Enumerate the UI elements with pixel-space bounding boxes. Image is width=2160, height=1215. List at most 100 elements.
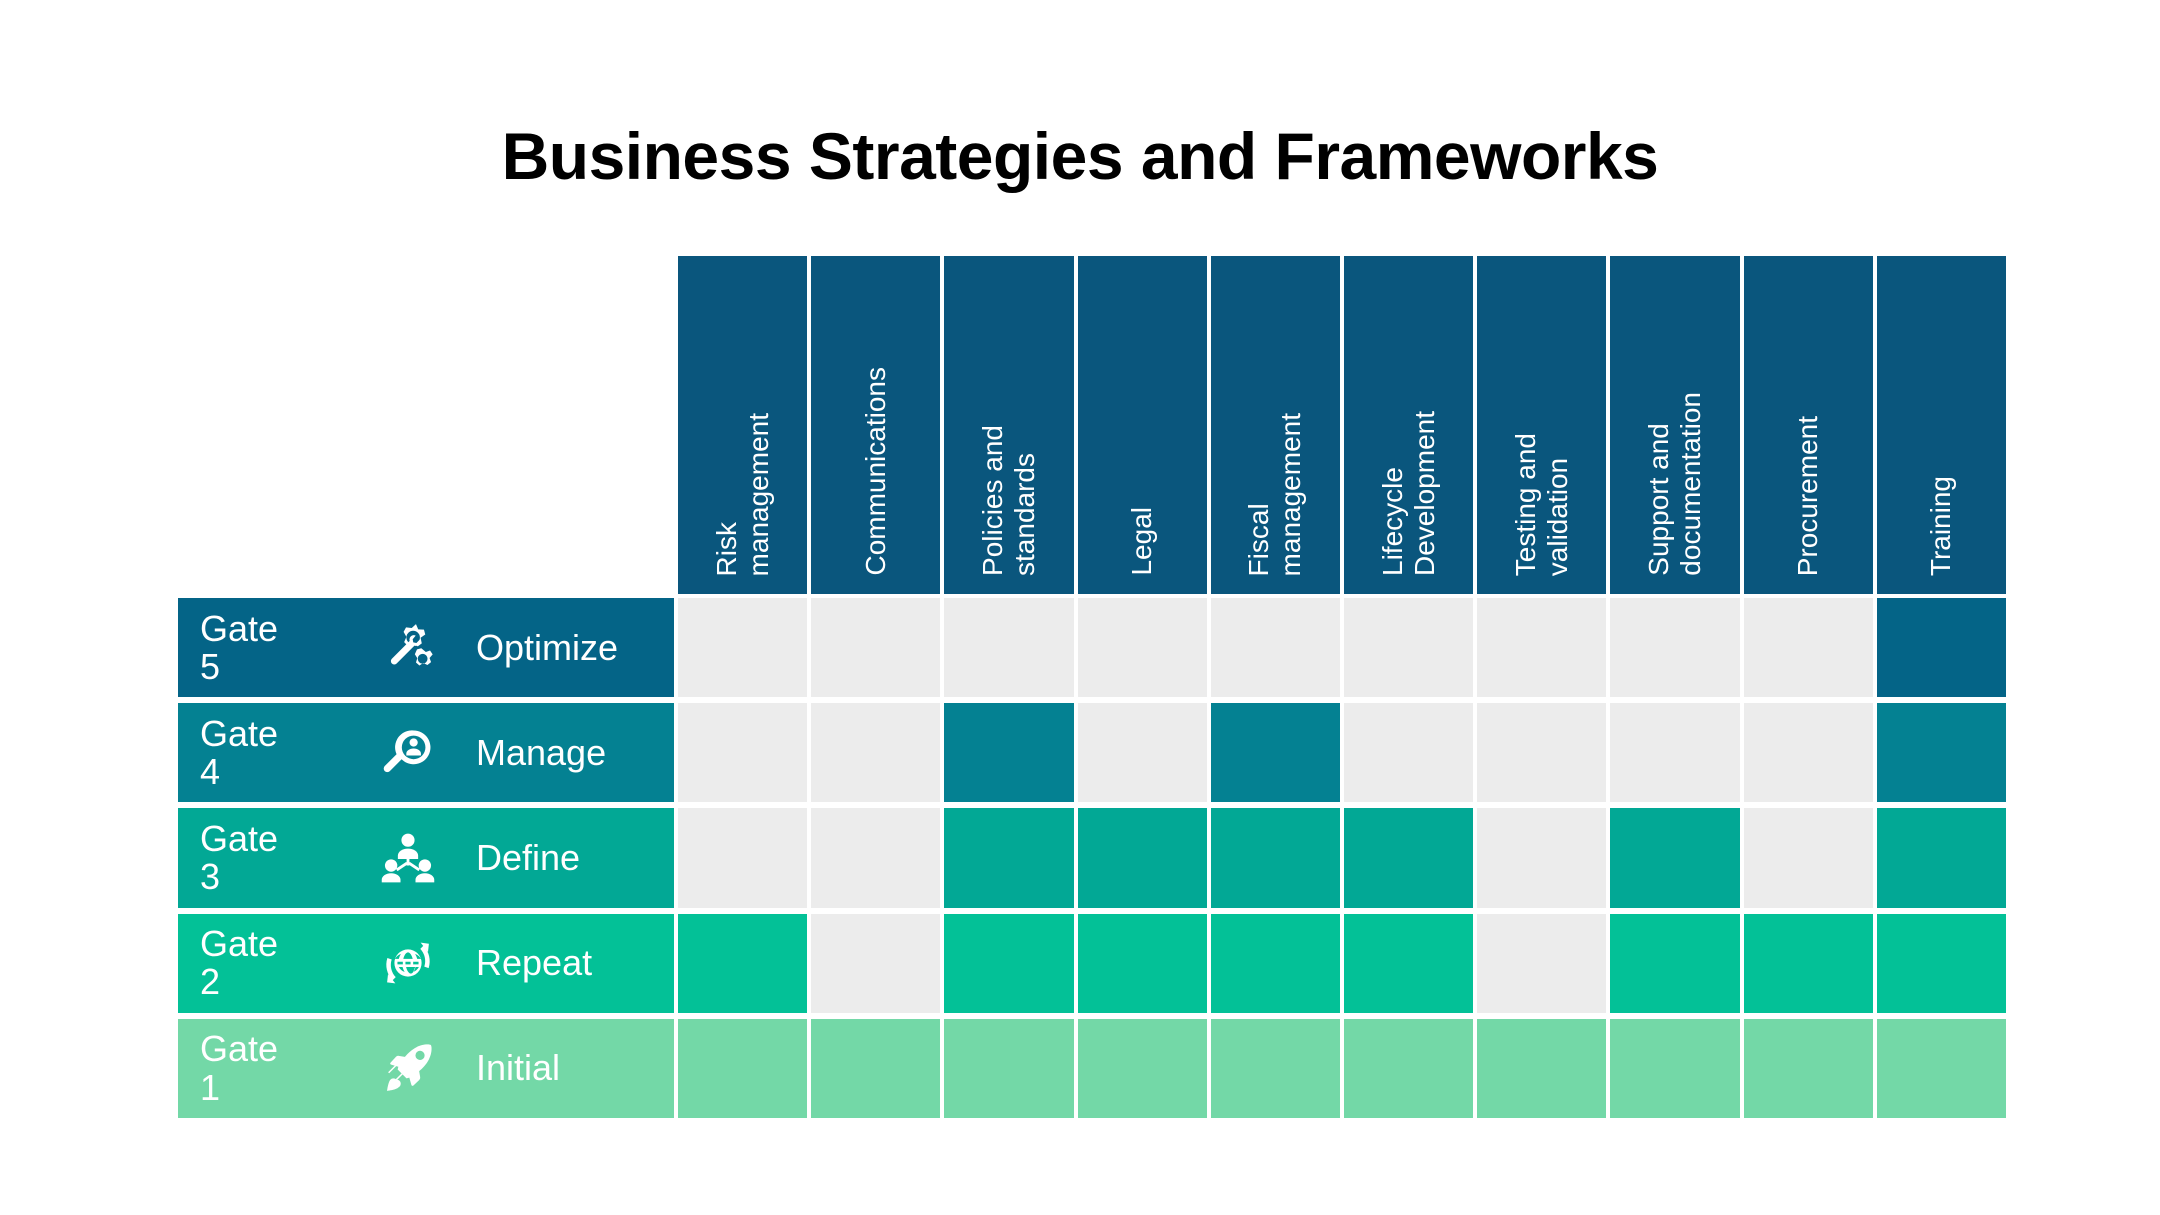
cell-g5-communications[interactable]	[811, 598, 941, 698]
magnifier-person-icon	[376, 721, 440, 785]
row-label-gate-3[interactable]: Gate 3 Define	[178, 808, 674, 908]
row-label-gate-4[interactable]: Gate 4 Manage	[178, 703, 674, 803]
column-header-label: Training	[1925, 475, 1957, 576]
gate-2-cells	[678, 913, 2007, 1013]
cell-g1-risk-management[interactable]	[678, 1018, 808, 1119]
gate-number-label: Gate 3	[200, 817, 279, 897]
column-header-label: Risk management	[710, 412, 774, 576]
column-header-legal[interactable]: Legal	[1077, 256, 1207, 594]
cell-g2-policies-and-standards[interactable]	[944, 913, 1074, 1013]
stage-name-label: Manage	[476, 731, 607, 773]
cell-g1-support-and-documentation[interactable]	[1610, 1018, 1740, 1119]
stage-name-label: Optimize	[476, 626, 619, 668]
cell-g2-support-and-documentation[interactable]	[1610, 913, 1740, 1013]
column-header-label: Legal	[1126, 507, 1158, 576]
cell-g5-support-and-documentation[interactable]	[1610, 598, 1740, 698]
cell-g4-fiscal-management[interactable]	[1210, 703, 1341, 803]
column-header-testing-and-validation[interactable]: Testing and validation	[1477, 256, 1607, 594]
gate-1-cells	[678, 1018, 2007, 1119]
cell-g2-procurement[interactable]	[1743, 913, 1873, 1013]
cell-g4-communications[interactable]	[811, 703, 941, 803]
cell-g3-communications[interactable]	[811, 808, 941, 908]
cell-g4-legal[interactable]	[1077, 703, 1207, 803]
stage-name-label: Initial	[476, 1047, 561, 1089]
column-header-training[interactable]: Training	[1876, 256, 2007, 594]
rocket-icon	[376, 1036, 440, 1100]
column-header-lifecycle-development[interactable]: Lifecycle Development	[1344, 256, 1474, 594]
cell-g2-legal[interactable]	[1077, 913, 1207, 1013]
gate-number-label: Gate 1	[200, 1028, 279, 1108]
cell-g1-communications[interactable]	[811, 1018, 941, 1119]
stage-name-label: Define	[476, 837, 581, 878]
column-header-fiscal-management[interactable]: Fiscal management	[1210, 256, 1341, 594]
cell-g3-procurement[interactable]	[1743, 808, 1873, 908]
cell-g2-communications[interactable]	[811, 913, 941, 1013]
people-group-icon	[376, 826, 440, 890]
cell-g4-lifecycle-development[interactable]	[1344, 703, 1474, 803]
cell-g1-training[interactable]	[1876, 1018, 2007, 1119]
cell-g2-risk-management[interactable]	[678, 913, 808, 1013]
cell-g5-procurement[interactable]	[1743, 598, 1873, 698]
cell-g5-policies-and-standards[interactable]	[944, 598, 1074, 698]
page-title: Business Strategies and Frameworks	[501, 119, 1659, 193]
cell-g1-testing-and-validation[interactable]	[1477, 1018, 1607, 1119]
cell-g3-risk-management[interactable]	[678, 808, 808, 908]
column-header-policies-and-standards[interactable]: Policies and standards	[944, 256, 1074, 594]
maturity-matrix: Risk management Communications Policies …	[178, 256, 2007, 1119]
column-header-risk-management[interactable]: Risk management	[678, 256, 808, 594]
column-header-row: Risk management Communications Policies …	[678, 256, 2007, 594]
cell-g3-policies-and-standards[interactable]	[944, 808, 1074, 908]
cell-g5-testing-and-validation[interactable]	[1477, 598, 1607, 698]
gate-row-4: Gate 4 Manage	[178, 703, 2007, 803]
cell-g1-fiscal-management[interactable]	[1210, 1018, 1341, 1119]
gate-number-label: Gate 2	[200, 923, 279, 1003]
row-label-gate-2[interactable]: Gate 2 Repeat	[178, 913, 674, 1013]
cell-g3-testing-and-validation[interactable]	[1477, 808, 1607, 908]
gate-row-2: Gate 2 Repeat	[178, 913, 2007, 1013]
cell-g4-testing-and-validation[interactable]	[1477, 703, 1607, 803]
cell-g3-fiscal-management[interactable]	[1210, 808, 1341, 908]
cell-g5-legal[interactable]	[1077, 598, 1207, 698]
gate-4-cells	[678, 703, 2007, 803]
cell-g3-training[interactable]	[1876, 808, 2007, 908]
gate-row-3: Gate 3 Define	[178, 808, 2007, 908]
gate-number-label: Gate 5	[200, 607, 279, 687]
cell-g5-training[interactable]	[1876, 598, 2007, 698]
cell-g1-legal[interactable]	[1077, 1018, 1207, 1119]
cell-g2-fiscal-management[interactable]	[1210, 913, 1341, 1013]
column-header-label: Communications	[859, 367, 891, 576]
gate-number-label: Gate 4	[200, 712, 279, 792]
cell-g4-risk-management[interactable]	[678, 703, 808, 803]
cell-g1-lifecycle-development[interactable]	[1344, 1018, 1474, 1119]
column-header-label: Policies and standards	[977, 425, 1040, 576]
column-header-label: Support and documentation	[1643, 392, 1707, 576]
cell-g5-lifecycle-development[interactable]	[1344, 598, 1474, 698]
gate-3-cells	[678, 808, 2007, 908]
cell-g1-policies-and-standards[interactable]	[944, 1018, 1074, 1119]
row-label-gate-5[interactable]: Gate 5 Optimize	[178, 598, 674, 698]
row-label-gate-1[interactable]: Gate 1 Initial	[178, 1018, 674, 1119]
gate-5-cells	[678, 598, 2007, 698]
cell-g4-procurement[interactable]	[1743, 703, 1873, 803]
cell-g1-procurement[interactable]	[1743, 1018, 1873, 1119]
cell-g3-legal[interactable]	[1077, 808, 1207, 908]
cell-g4-training[interactable]	[1876, 703, 2007, 803]
gate-row-1: Gate 1 Initial	[178, 1018, 2007, 1119]
column-header-support-and-documentation[interactable]: Support and documentation	[1610, 256, 1740, 594]
cell-g4-support-and-documentation[interactable]	[1610, 703, 1740, 803]
gate-rows: Gate 5 Optimize	[178, 598, 2007, 1119]
cell-g2-lifecycle-development[interactable]	[1344, 913, 1474, 1013]
cell-g5-risk-management[interactable]	[678, 598, 808, 698]
cell-g4-policies-and-standards[interactable]	[944, 703, 1074, 803]
cell-g2-training[interactable]	[1876, 913, 2007, 1013]
column-header-procurement[interactable]: Procurement	[1743, 256, 1873, 594]
column-header-label: Lifecycle Development	[1376, 411, 1440, 576]
column-header-communications[interactable]: Communications	[811, 256, 941, 594]
cell-g3-support-and-documentation[interactable]	[1610, 808, 1740, 908]
cell-g5-fiscal-management[interactable]	[1210, 598, 1341, 698]
globe-refresh-icon	[376, 931, 440, 995]
cell-g2-testing-and-validation[interactable]	[1477, 913, 1607, 1013]
gate-row-5: Gate 5 Optimize	[178, 598, 2007, 698]
cell-g3-lifecycle-development[interactable]	[1344, 808, 1474, 908]
